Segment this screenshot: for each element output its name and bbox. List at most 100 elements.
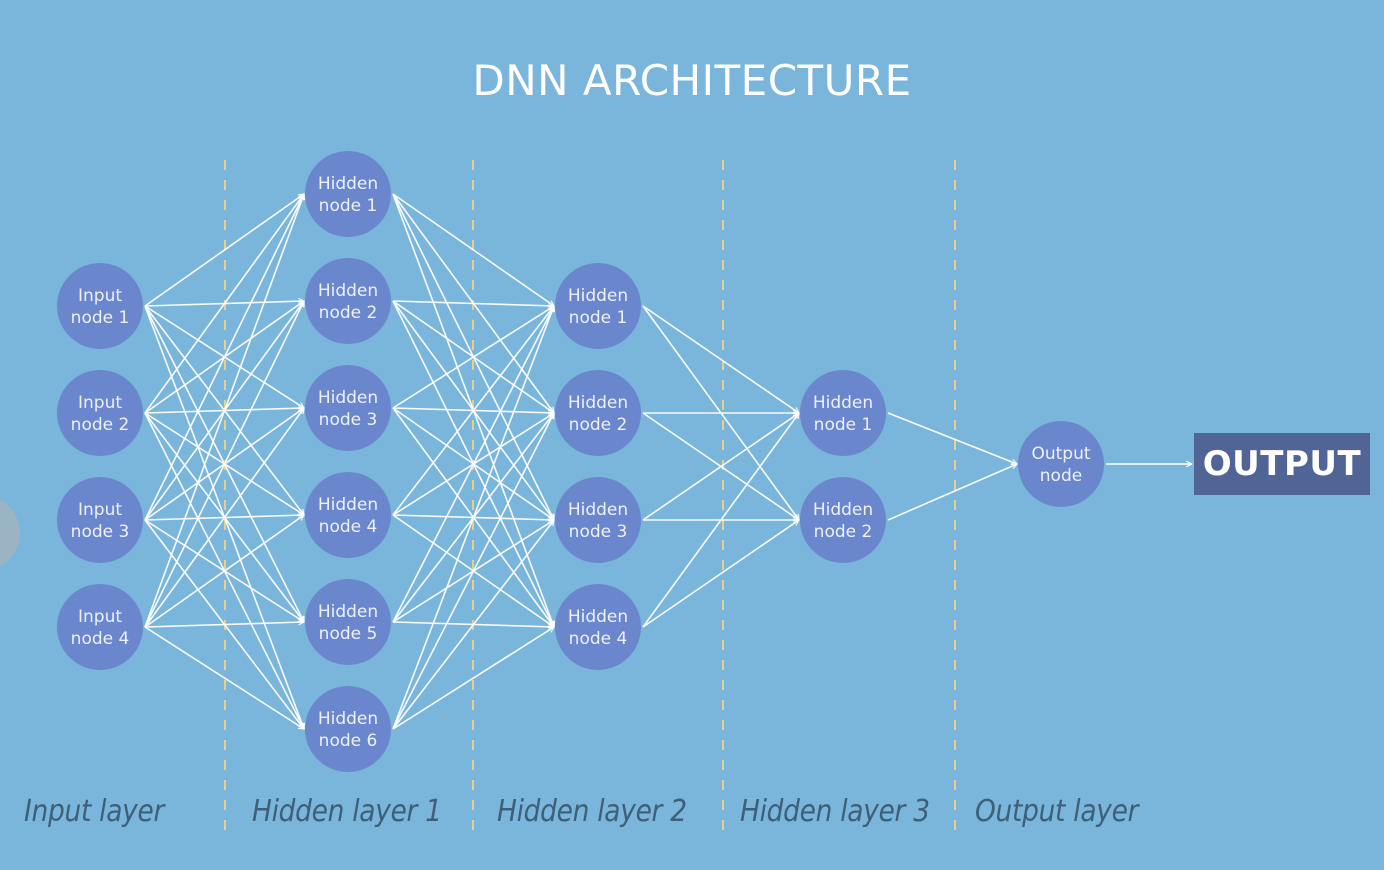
node-label-line-1: Hidden xyxy=(568,286,628,306)
edge-hidden2-3-to-hidden3-1 xyxy=(642,413,799,521)
edge-hidden1-6-to-hidden2-1 xyxy=(392,306,554,730)
node-circle xyxy=(555,263,641,349)
layer-label-output: Output layer xyxy=(975,794,1139,829)
node-circle xyxy=(305,151,391,237)
node-circle xyxy=(555,584,641,670)
layer-label-input: Input layer xyxy=(24,794,165,829)
edge-input-4-to-hidden1-1 xyxy=(144,194,304,628)
node-circle xyxy=(57,370,143,456)
edge-hidden2-4-to-hidden3-2 xyxy=(642,520,799,628)
node-circle xyxy=(305,472,391,558)
node-label-line-2: node 1 xyxy=(71,308,130,328)
node-label-line-2: node xyxy=(1040,466,1082,486)
node-label-line-1: Hidden xyxy=(318,495,378,515)
edge-hidden2-1-to-hidden3-1 xyxy=(642,305,799,413)
edge-hidden1-4-to-hidden2-1 xyxy=(392,306,554,516)
node-label-line-1: Input xyxy=(78,286,122,306)
node-label-line-2: node 1 xyxy=(319,196,378,216)
edge-input-1-to-hidden1-1 xyxy=(144,194,304,307)
node-label-line-2: node 5 xyxy=(319,624,378,644)
edge-hidden1-2-to-hidden2-1 xyxy=(392,300,554,306)
node-label-line-2: node 3 xyxy=(319,410,378,430)
node-label-line-1: Hidden xyxy=(568,607,628,627)
edge-input-4-to-hidden1-6 xyxy=(144,626,304,729)
node-label-line-1: Input xyxy=(78,500,122,520)
edge-input-4-to-hidden1-5 xyxy=(144,622,304,628)
node-label-line-2: node 4 xyxy=(71,629,130,649)
node-label-line-1: Hidden xyxy=(318,174,378,194)
node-circle xyxy=(1018,421,1104,507)
node-label-line-2: node 1 xyxy=(569,308,628,328)
node-label-line-2: node 1 xyxy=(814,415,873,435)
edge-hidden2-4-to-hidden3-1 xyxy=(642,413,799,628)
layer-label-hidden-1: Hidden layer 1 xyxy=(252,794,442,829)
node-circle xyxy=(555,370,641,456)
edge-hidden1-6-to-hidden2-4 xyxy=(392,626,554,730)
edge-hidden3-1-to-output-1 xyxy=(887,412,1017,464)
node-label-line-2: node 4 xyxy=(569,629,628,649)
node-label-line-2: node 2 xyxy=(814,522,873,542)
node-circle xyxy=(555,477,641,563)
node-circle xyxy=(305,686,391,772)
node-label-line-1: Hidden xyxy=(318,388,378,408)
edge-hidden1-5-to-hidden2-1 xyxy=(392,306,555,623)
node-label-line-2: node 2 xyxy=(569,415,628,435)
layer-label-hidden-3: Hidden layer 3 xyxy=(740,794,930,829)
node-circle xyxy=(57,477,143,563)
edge-input-2-to-hidden1-1 xyxy=(144,194,304,414)
node-label-line-2: node 6 xyxy=(319,731,378,751)
node-label-line-1: Hidden xyxy=(318,281,378,301)
edge-hidden1-6-to-hidden2-2 xyxy=(392,413,555,730)
node-label-line-2: node 3 xyxy=(569,522,628,542)
node-circle xyxy=(57,584,143,670)
node-circle xyxy=(800,477,886,563)
node-label-line-1: Hidden xyxy=(568,393,628,413)
node-label-line-1: Hidden xyxy=(813,500,873,520)
node-label-line-1: Output xyxy=(1031,444,1090,464)
node-label-line-2: node 4 xyxy=(319,517,378,537)
edge-input-4-to-hidden1-3 xyxy=(144,408,304,628)
edge-hidden1-1-to-hidden2-1 xyxy=(392,193,554,306)
node-circle xyxy=(305,579,391,665)
node-label-line-2: node 2 xyxy=(319,303,378,323)
edge-hidden1-3-to-hidden2-1 xyxy=(392,305,554,409)
node-label-line-1: Hidden xyxy=(318,602,378,622)
node-label-line-1: Hidden xyxy=(568,500,628,520)
edge-input-3-to-hidden1-1 xyxy=(144,194,305,521)
node-label-line-1: Hidden xyxy=(813,393,873,413)
edge-hidden1-6-to-hidden2-3 xyxy=(392,520,554,730)
output-box: OUTPUT xyxy=(1194,433,1370,495)
node-circle xyxy=(305,258,391,344)
edge-input-4-to-hidden1-4 xyxy=(144,515,304,628)
node-label-line-1: Input xyxy=(78,393,122,413)
node-circle xyxy=(57,263,143,349)
layer-label-hidden-2: Hidden layer 2 xyxy=(497,794,687,829)
node-label-line-1: Input xyxy=(78,607,122,627)
node-circle xyxy=(800,370,886,456)
node-circle xyxy=(305,365,391,451)
edge-input-4-to-hidden1-2 xyxy=(144,301,305,628)
node-label-line-1: Hidden xyxy=(318,709,378,729)
edge-hidden3-2-to-output-1 xyxy=(887,464,1017,521)
node-label-line-2: node 2 xyxy=(71,415,130,435)
node-label-line-2: node 3 xyxy=(71,522,130,542)
diagram-title: DNN ARCHITECTURE xyxy=(472,56,912,105)
